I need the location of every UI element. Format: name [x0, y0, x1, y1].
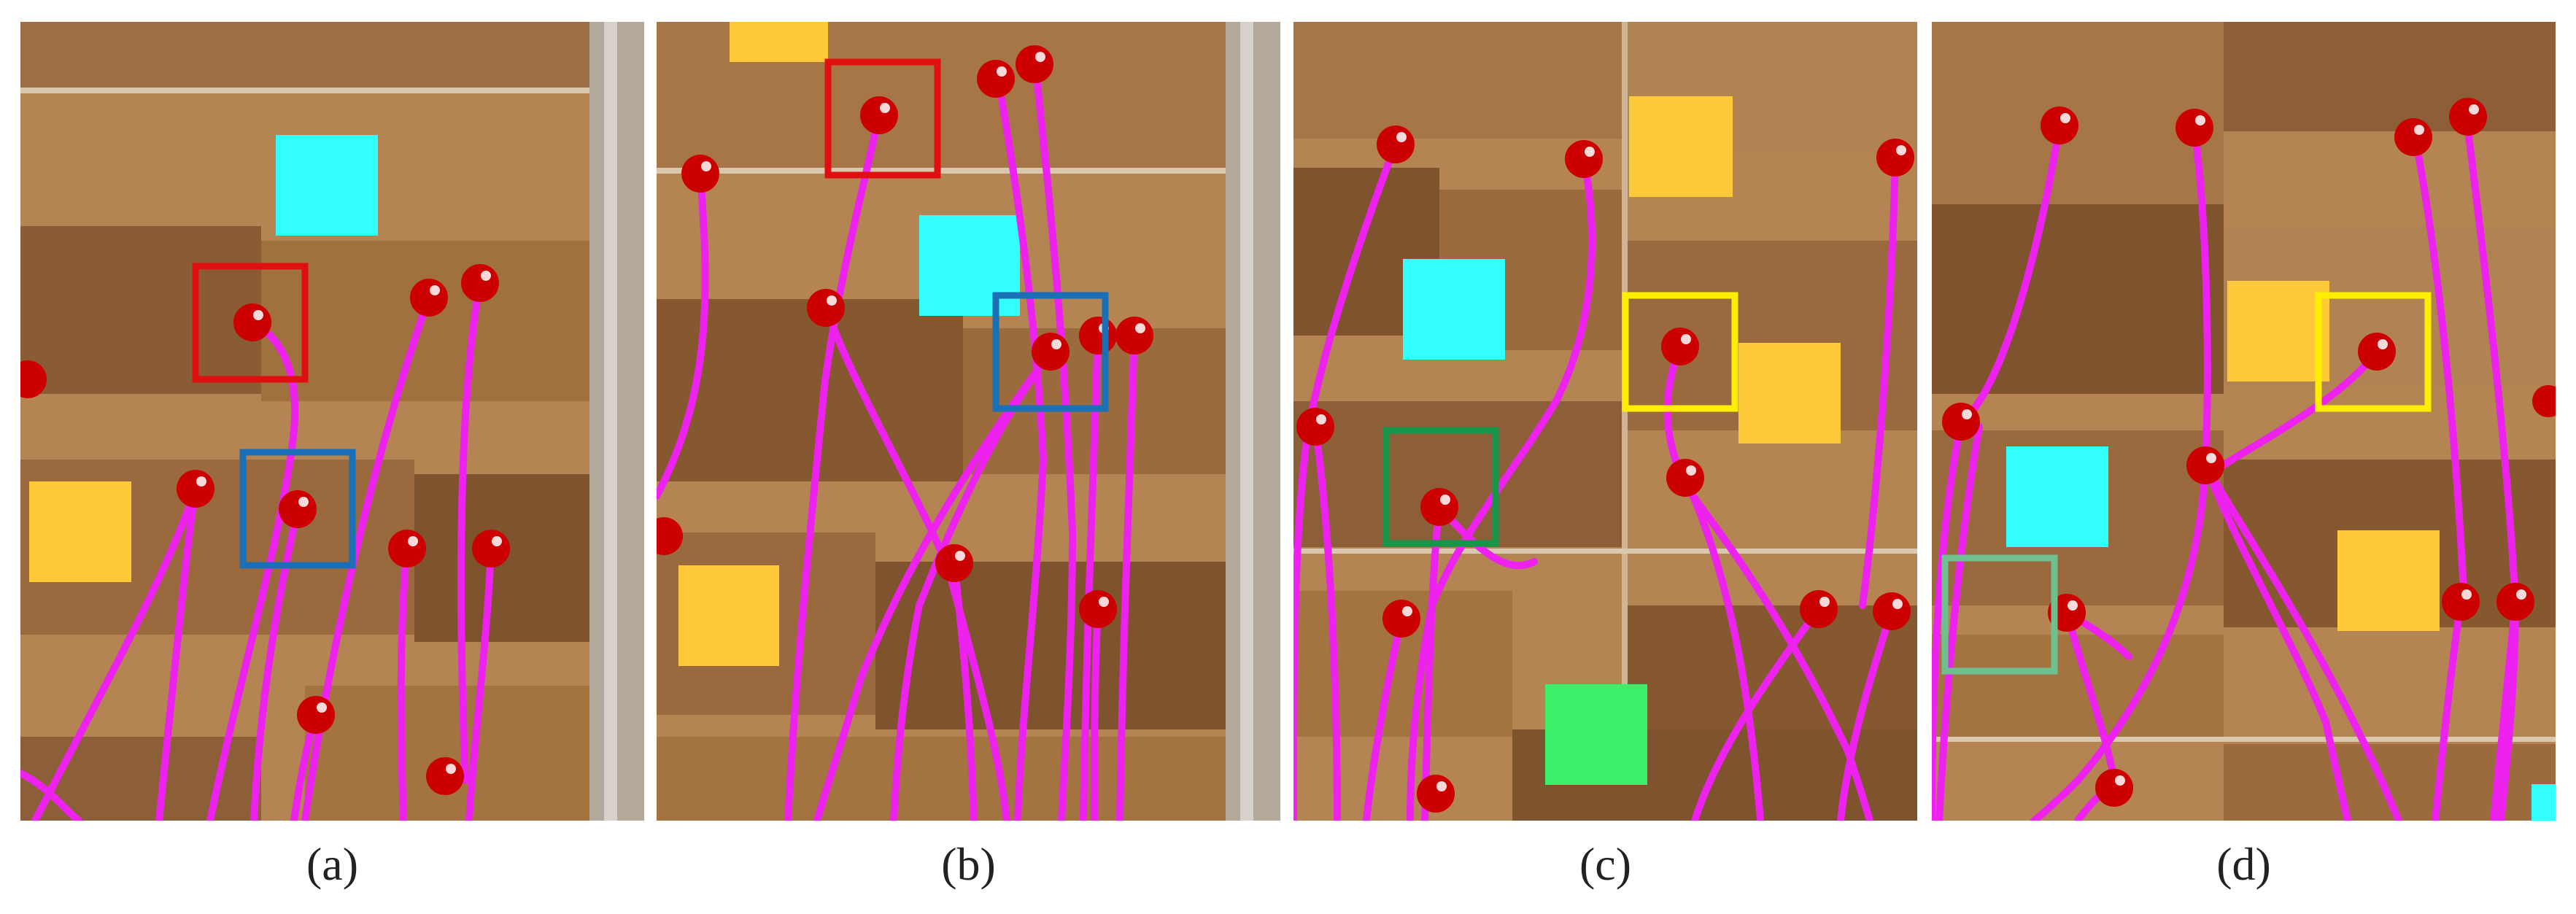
ball — [233, 303, 271, 341]
ball — [1296, 408, 1334, 446]
ball — [1377, 125, 1415, 163]
yellow-square — [1738, 343, 1841, 444]
ball — [1942, 403, 1980, 441]
ball — [935, 544, 973, 582]
targets — [29, 135, 378, 582]
light-green-box — [1941, 554, 2058, 675]
ball — [1661, 328, 1699, 365]
ball — [1666, 459, 1704, 497]
panel-a-image — [20, 22, 644, 821]
caption-b: (b) — [941, 838, 996, 890]
ball — [977, 60, 1015, 98]
ball — [2442, 583, 2480, 621]
ball — [2095, 769, 2133, 807]
panel-d — [1932, 22, 2556, 821]
targets — [1403, 96, 1841, 785]
ball — [177, 470, 214, 508]
panel-b — [657, 22, 1280, 821]
ball — [1876, 139, 1914, 177]
trajectories — [20, 279, 495, 821]
green-box — [1382, 427, 1499, 547]
ball — [297, 696, 335, 734]
ball — [1079, 317, 1117, 355]
ball — [2358, 333, 2396, 371]
ball — [1382, 600, 1420, 638]
ball — [1873, 592, 1911, 630]
balls — [1296, 125, 1914, 813]
targets — [2006, 281, 2556, 821]
ball — [1417, 775, 1455, 813]
caption-c: (c) — [1579, 838, 1632, 890]
ball — [2496, 583, 2534, 621]
ball — [657, 517, 683, 555]
caption-d: (d) — [2216, 838, 2271, 890]
ball — [426, 757, 464, 795]
cyan-square — [919, 215, 1020, 316]
panel-a — [20, 22, 644, 821]
cyan-square — [276, 135, 378, 236]
yellow-square — [730, 22, 828, 62]
balls — [657, 45, 1153, 628]
ball — [2449, 98, 2487, 136]
balls — [1942, 98, 2556, 807]
trajectories — [1932, 122, 2520, 821]
yellow-square — [29, 481, 131, 582]
highlight-boxes — [824, 58, 1109, 412]
ball — [2175, 109, 2213, 147]
panel-b-image — [657, 22, 1280, 821]
blue-box — [239, 449, 356, 569]
ball — [472, 530, 510, 568]
highlight-boxes — [192, 263, 356, 569]
ball — [1115, 317, 1153, 355]
ball — [410, 279, 448, 317]
cyan-square — [1403, 259, 1505, 360]
balls — [20, 264, 510, 795]
ball — [1800, 590, 1838, 628]
ball — [2041, 106, 2078, 144]
ball — [1565, 140, 1603, 178]
ball — [1420, 488, 1458, 526]
ball — [1032, 333, 1070, 371]
red-box — [824, 58, 941, 179]
yellow-square — [2337, 530, 2440, 631]
caption-a: (a) — [306, 838, 359, 890]
highlight-boxes — [1382, 292, 1738, 547]
panel-d-image — [1932, 22, 2556, 821]
ball — [388, 530, 426, 568]
red-box — [192, 263, 309, 383]
yellow-square — [678, 565, 779, 666]
targets — [678, 22, 1020, 666]
green-square — [1545, 684, 1647, 785]
yellow-box — [2315, 292, 2432, 412]
yellow-square — [1629, 96, 1733, 197]
floor-tiles — [657, 22, 1280, 821]
panel-c — [1293, 22, 1917, 821]
cyan-square — [2006, 446, 2108, 547]
ball — [461, 264, 499, 302]
trajectories — [657, 53, 1138, 821]
ball — [2532, 385, 2556, 417]
ball — [1079, 590, 1117, 628]
ball — [1016, 45, 1053, 83]
ball — [279, 490, 317, 528]
yellow-square — [2227, 281, 2329, 382]
ball — [681, 155, 719, 193]
highlight-boxes — [1941, 292, 2432, 675]
ball — [20, 360, 47, 398]
ball — [860, 96, 898, 134]
ball — [807, 289, 845, 327]
cyan-square — [2531, 784, 2556, 821]
ball — [2394, 118, 2432, 156]
panel-c-image — [1293, 22, 1917, 821]
ball — [2186, 446, 2224, 484]
yellow-box — [1622, 292, 1738, 412]
blue-box — [992, 292, 1109, 412]
